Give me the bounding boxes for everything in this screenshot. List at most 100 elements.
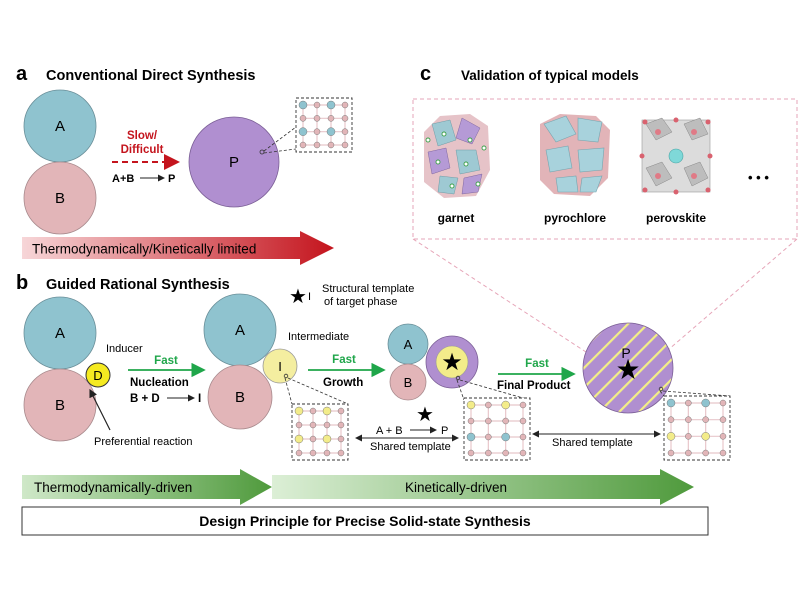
final-product-circle xyxy=(582,322,674,414)
lattice-atom xyxy=(322,434,332,444)
lattice-atom xyxy=(309,407,317,415)
lattice-atom xyxy=(519,417,527,425)
zoom-line xyxy=(263,126,297,152)
lattice-atom xyxy=(466,432,476,442)
final-product-star-icon: ★ xyxy=(615,354,640,385)
lattice-inset-product xyxy=(663,395,731,461)
difficult-label: Difficult xyxy=(121,144,164,156)
lattice-atom xyxy=(685,449,692,457)
lattice-atom xyxy=(326,127,336,136)
lattice-atom xyxy=(337,421,345,429)
lattice-atom xyxy=(685,399,692,407)
stage2-a-label: A xyxy=(235,322,245,339)
eq-mid-star-icon: ★ xyxy=(416,404,434,426)
lattice-atom xyxy=(719,433,727,440)
banner-limited xyxy=(22,231,334,265)
model-label-garnet: garnet xyxy=(438,211,475,225)
lattice-atom xyxy=(313,128,321,135)
inducer-label: Inducer xyxy=(106,343,143,355)
lattice-atom xyxy=(309,449,317,457)
lattice-inset-i xyxy=(291,403,349,461)
circle-d-inducer xyxy=(85,362,111,388)
lattice-atom xyxy=(313,141,321,149)
lattice-atom xyxy=(295,449,303,457)
lattice-atom xyxy=(467,449,475,457)
circle-b-stage3 xyxy=(389,363,427,401)
stage1-b-label: B xyxy=(55,397,65,414)
step1-eq-product: I xyxy=(198,393,201,405)
circle-b-conventional xyxy=(23,161,97,235)
lattice-atom xyxy=(701,398,710,408)
lattice-atom xyxy=(299,115,307,122)
step1-label: Nucleation xyxy=(130,377,189,389)
circle-p-conventional xyxy=(188,116,280,208)
lattice-atom xyxy=(341,128,349,135)
lattice-atom xyxy=(337,435,345,443)
lattice-atom xyxy=(701,432,710,441)
principle-text: Design Principle for Precise Solid-state… xyxy=(199,513,531,529)
circle-a-label: A xyxy=(55,118,65,135)
pyrochlore-structure xyxy=(540,114,610,196)
lattice-atom xyxy=(702,416,709,423)
lattice-atom xyxy=(501,400,510,410)
step2-label: Growth xyxy=(323,377,363,389)
lattice-atom xyxy=(323,449,331,457)
lattice-atom xyxy=(313,115,321,122)
perovskite-structure xyxy=(639,117,713,195)
panel-a-title: Conventional Direct Synthesis xyxy=(46,68,256,84)
model-label-perovskite: perovskite xyxy=(646,211,706,225)
lattice-atom xyxy=(326,100,336,110)
panel-b-letter: b xyxy=(16,272,28,294)
circle-b-stage2 xyxy=(207,364,273,430)
lattice-atom xyxy=(667,449,675,457)
shared-template-label-1: Shared template xyxy=(370,441,451,453)
lattice-atom xyxy=(519,433,527,441)
step1-fast: Fast xyxy=(154,355,178,367)
zoom-line xyxy=(284,377,293,405)
stage3-a-label: A xyxy=(404,337,413,352)
lattice-inset-core xyxy=(463,397,531,461)
lattice-atom xyxy=(502,449,509,457)
zoom-point-product xyxy=(658,386,664,392)
zoom-line xyxy=(459,379,531,401)
zoom-point-core xyxy=(455,375,461,381)
lattice-atom xyxy=(719,416,727,423)
legend-star-icon: ★ xyxy=(289,286,307,308)
step2-fast: Fast xyxy=(332,354,356,366)
banner-limited-text: Thermodynamically/Kinetically limited xyxy=(32,242,256,257)
lattice-atom xyxy=(666,398,676,408)
lattice-atom xyxy=(323,421,331,429)
banner-kinetic xyxy=(272,469,694,505)
core-star-icon: ★ xyxy=(441,349,463,376)
lattice-atom xyxy=(309,421,317,429)
stage2-b-label: B xyxy=(235,389,245,406)
shared-template-label-2: Shared template xyxy=(552,437,633,449)
lattice-inset-p xyxy=(295,97,353,153)
zoom-line xyxy=(263,148,297,154)
lattice-atom xyxy=(519,401,527,409)
connector-line xyxy=(412,238,587,353)
intermediate-i-label: I xyxy=(278,359,282,374)
lattice-atom xyxy=(298,127,308,136)
more-models-ellipsis: • • • xyxy=(748,170,769,185)
lattice-atom xyxy=(337,407,345,415)
zoom-line xyxy=(659,390,665,397)
model-label-pyrochlore: pyrochlore xyxy=(544,211,606,225)
garnet-structure xyxy=(424,114,490,198)
lattice-atom xyxy=(298,100,308,110)
panel-a-letter: a xyxy=(16,63,28,85)
stage1-a-label: A xyxy=(55,325,65,342)
lattice-atom xyxy=(702,449,709,457)
step1-eq: B + D xyxy=(130,393,160,405)
circle-b-stage1 xyxy=(23,368,97,442)
lattice-atom xyxy=(341,101,349,109)
final-product-label: P xyxy=(621,345,630,361)
zoom-line xyxy=(456,379,465,401)
lattice-atom xyxy=(667,416,675,423)
lattice-atom xyxy=(685,416,692,423)
lattice-atom xyxy=(719,399,727,407)
equation-reactants: A+B xyxy=(112,173,134,185)
lattice-atom xyxy=(666,432,676,441)
lattice-atom xyxy=(502,417,509,425)
